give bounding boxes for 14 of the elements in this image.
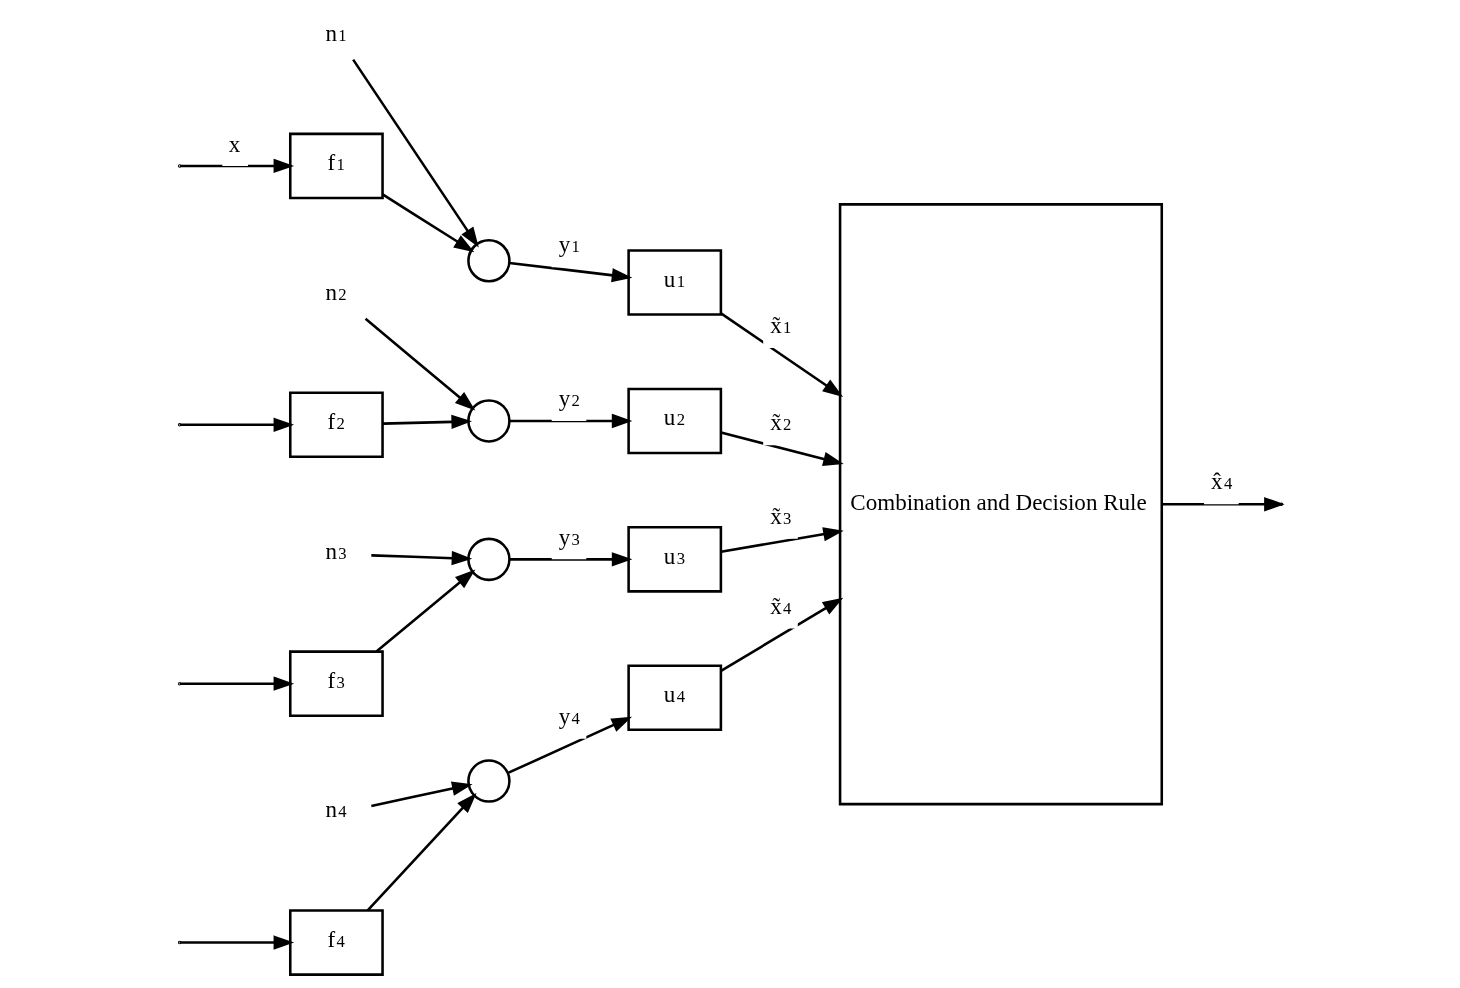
- edge-label: y1: [558, 231, 580, 258]
- edge-label: x: [228, 131, 240, 158]
- node-text: n3: [325, 537, 347, 564]
- node-text: n2: [325, 278, 347, 305]
- edge-label: x̃2: [769, 409, 791, 436]
- edge-label: y4: [558, 702, 580, 729]
- edge-label: x̃4: [769, 592, 791, 619]
- edge-label: x̃3: [769, 502, 791, 529]
- edge-label: x̂4: [1210, 468, 1232, 495]
- node-text: n1: [325, 19, 347, 46]
- node-text: n4: [325, 796, 347, 823]
- edge-label: y3: [558, 523, 580, 550]
- edge-label: y2: [558, 385, 580, 412]
- edge-label: x̃1: [769, 312, 791, 339]
